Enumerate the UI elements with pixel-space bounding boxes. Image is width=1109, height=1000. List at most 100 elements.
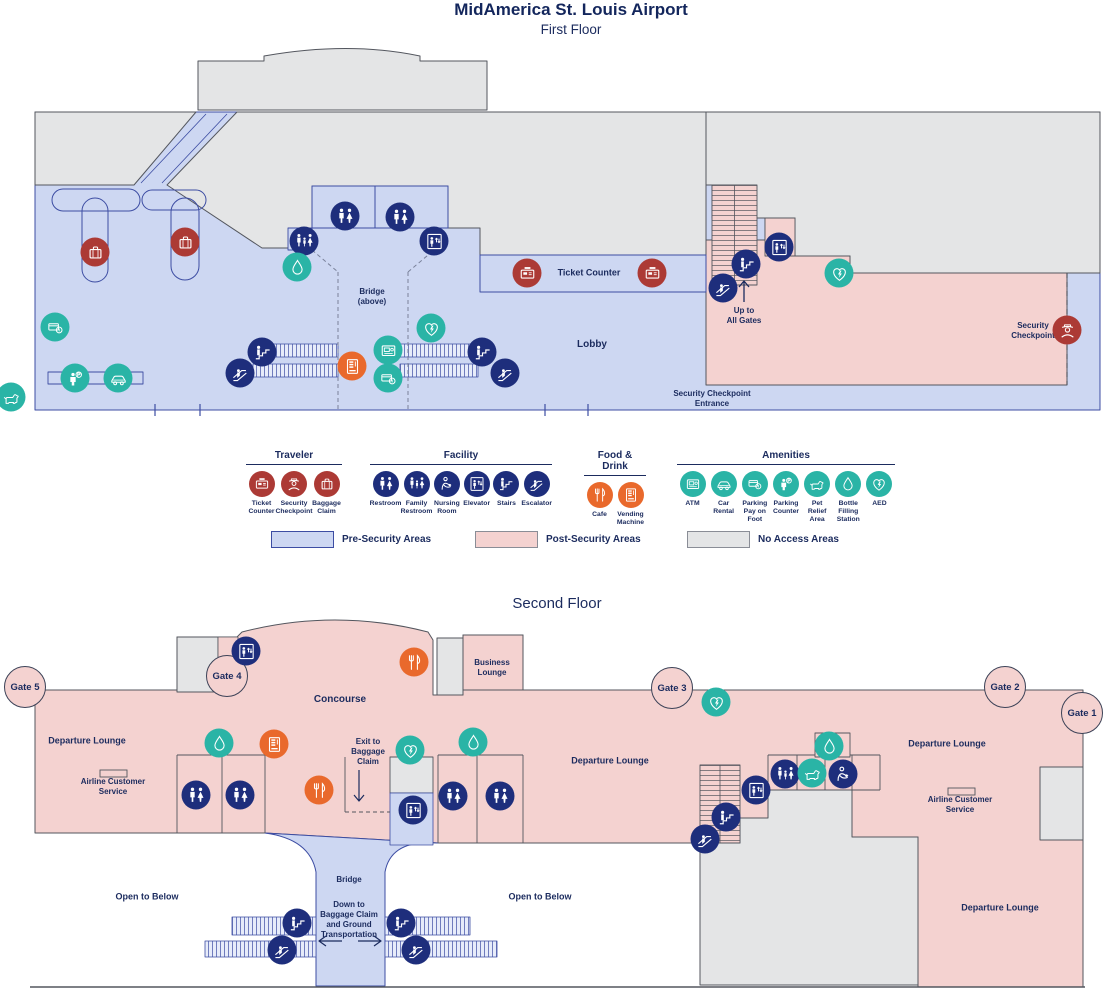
baggage-claim-icon: [313, 471, 340, 497]
baggage-claim-icon: [80, 237, 110, 267]
airline-customer-service-label: Airline Customer Service: [927, 795, 993, 814]
parking-pay-on-foot-icon: [741, 471, 768, 497]
floor2-no-access-right: [1039, 766, 1084, 841]
restroom-icon: [181, 780, 211, 810]
stairs-icon: [467, 337, 497, 367]
bottle-filling-station-icon: [835, 471, 862, 497]
legend-item: Nursing Room: [432, 471, 462, 516]
ticket-counter-icon: [248, 471, 275, 497]
exit-to-baggage-claim-label: Exit to Baggage Claim: [351, 737, 385, 766]
vending-machine-icon: [337, 351, 367, 381]
family-restroom-icon: [403, 471, 430, 497]
bottle-filling-station-icon: [204, 728, 234, 758]
legend-group-title: Food & Drink: [584, 450, 646, 476]
legend-item: Parking Pay on Foot: [739, 471, 770, 524]
business-lounge-label: Business Lounge: [474, 658, 510, 677]
legend-group-food-drink: Food & Drink Cafe Vending Machine: [584, 450, 646, 527]
legend-item: Cafe: [584, 482, 615, 527]
restroom-icon: [330, 201, 360, 231]
legend-item: Vending Machine: [615, 482, 646, 527]
up-to-all-gates-label: Up to All Gates: [726, 306, 762, 325]
stairs-icon: [731, 249, 761, 279]
floor2-restroom-walls-right: [437, 754, 524, 843]
escalator-icon: [401, 935, 431, 965]
floor1-no-access-top: [197, 48, 488, 111]
page-title: MidAmerica St. Louis Airport: [454, 0, 688, 19]
family-restroom-icon: [770, 759, 800, 789]
departure-lounge-label: Departure Lounge: [48, 735, 126, 746]
car-rental-icon: [103, 363, 133, 393]
aed-icon: [866, 471, 893, 497]
legend-group-traveler: Traveler Ticket Counter Security Checkpo…: [246, 450, 342, 516]
restroom-icon: [485, 781, 515, 811]
legend-item: Restroom: [370, 471, 401, 516]
floor1-no-access-left: [34, 111, 197, 186]
left-arrow: [318, 935, 342, 947]
restroom-icon: [438, 781, 468, 811]
legend-group-title: Amenities: [677, 450, 895, 465]
bridge-label: Bridge: [336, 875, 362, 884]
concourse-label: Concourse: [313, 693, 367, 705]
parking-pay-on-foot-icon: [40, 312, 70, 342]
second-floor-title: Second Floor: [512, 595, 602, 612]
stairs-icon: [386, 908, 416, 938]
legend-item: Baggage Claim: [311, 471, 342, 516]
stairs-icon: [493, 471, 520, 497]
legend-group-facility: Facility Restroom Family Restroom Nursin…: [370, 450, 552, 516]
aed-icon: [701, 687, 731, 717]
restroom-icon: [372, 471, 399, 497]
legend-post-security: Post-Security Areas: [475, 531, 641, 548]
security-checkpoint-entrance-label: Security Checkpoint Entrance: [673, 389, 751, 408]
right-arrow: [358, 935, 382, 947]
legend-group-title: Traveler: [246, 450, 342, 465]
stairs-icon: [247, 337, 277, 367]
atm-icon: [679, 471, 706, 497]
ticket-counter-icon: [637, 258, 667, 288]
open-to-below-label: Open to Below: [115, 891, 179, 902]
legend-item: Car Rental: [708, 471, 739, 524]
gate-2: Gate 2: [984, 666, 1026, 708]
escalator-icon: [490, 358, 520, 388]
baggage-carousel-1: [51, 188, 141, 212]
legend-group-title: Facility: [370, 450, 552, 465]
up-arrow: [738, 280, 750, 302]
stairs-icon: [711, 802, 741, 832]
aed-icon: [395, 735, 425, 765]
elevator-icon: [398, 795, 428, 825]
atm-icon: [373, 335, 403, 365]
aed-icon: [824, 258, 854, 288]
gate-3: Gate 3: [651, 667, 693, 709]
gate-1: Gate 1: [1061, 692, 1103, 734]
cafe-icon: [399, 647, 429, 677]
legend-item: Family Restroom: [401, 471, 432, 516]
baggage-carousel-2: [141, 189, 207, 211]
cafe-icon: [304, 775, 334, 805]
first-floor-title: First Floor: [540, 22, 602, 37]
open-to-below-label: Open to Below: [508, 891, 572, 902]
departure-lounge-label: Departure Lounge: [571, 755, 649, 766]
legend-item: Ticket Counter: [246, 471, 277, 516]
security-checkpoint-label: Security Checkpoint: [1011, 321, 1055, 340]
escalator-icon: [708, 273, 738, 303]
elevator-icon: [231, 636, 261, 666]
escalator-icon: [267, 935, 297, 965]
elevator-icon: [741, 775, 771, 805]
parking-counter-icon: [772, 471, 799, 497]
pet-relief-area-icon: [797, 758, 827, 788]
legend-item: Elevator: [462, 471, 492, 516]
cafe-icon: [586, 482, 613, 508]
family-restroom-icon: [289, 226, 319, 256]
elevator-icon: [419, 226, 449, 256]
departure-lounge-label: Departure Lounge: [908, 738, 986, 749]
legend-no-access: No Access Areas: [687, 531, 839, 548]
departure-lounge-label: Departure Lounge: [961, 902, 1039, 913]
airline-customer-service-label: Airline Customer Service: [80, 777, 146, 796]
security-checkpoint-icon: [281, 471, 307, 497]
vending-machine-icon: [259, 729, 289, 759]
legend-pre-security: Pre-Security Areas: [271, 531, 431, 548]
legend-item: Escalator: [521, 471, 552, 516]
legend-item: Pet Relief Area: [802, 471, 833, 524]
security-checkpoint-icon: [1052, 315, 1082, 345]
